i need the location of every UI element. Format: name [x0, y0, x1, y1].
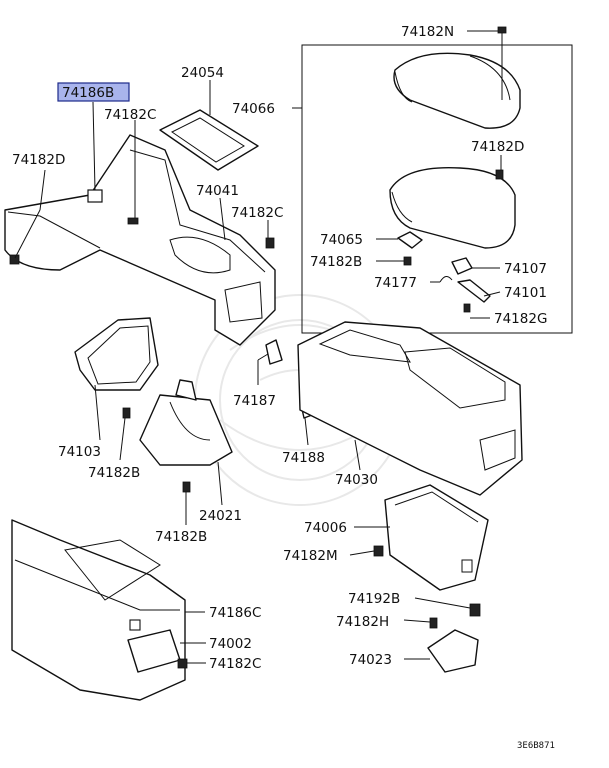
screw-74182C-a	[127, 217, 139, 225]
label-74186C[interactable]: 74186C	[209, 605, 261, 621]
screw-74182H	[429, 617, 438, 629]
diagram-code: 3E6B871	[517, 741, 555, 751]
screw-74192B	[469, 603, 481, 617]
screw-74182G	[463, 303, 471, 313]
label-74188[interactable]: 74188	[282, 450, 325, 466]
label-74066[interactable]: 74066	[232, 101, 275, 117]
screw-74182D-b	[495, 169, 504, 180]
shift-boot-24021	[139, 379, 233, 466]
screw-74182C-b	[265, 237, 275, 249]
hinge-74101	[457, 279, 491, 303]
label-74023[interactable]: 74023	[349, 652, 392, 668]
label-74182C-a[interactable]: 74182C	[104, 107, 156, 123]
label-74182D-b[interactable]: 74182D	[471, 139, 524, 155]
label-74192B[interactable]: 74192B	[348, 591, 400, 607]
label-74177[interactable]: 74177	[374, 275, 417, 291]
console-lower-left	[11, 519, 186, 701]
label-74107[interactable]: 74107	[504, 261, 547, 277]
label-74103[interactable]: 74103	[58, 444, 101, 460]
label-74182C-b[interactable]: 74182C	[231, 205, 283, 221]
armrest-lid-base	[389, 166, 516, 249]
clip-74186C	[129, 619, 141, 631]
latch-74065	[397, 231, 423, 249]
shift-bezel-24054	[159, 109, 259, 171]
label-74065[interactable]: 74065	[320, 232, 363, 248]
screw-74182B-c	[182, 481, 191, 493]
screw-74182N	[497, 26, 507, 42]
screw-74182B-b	[122, 407, 131, 419]
tray-74103	[74, 317, 159, 391]
label-74182D-a[interactable]: 74182D	[12, 152, 65, 168]
label-74187[interactable]: 74187	[233, 393, 276, 409]
latch-74107	[451, 257, 473, 275]
label-74101[interactable]: 74101	[504, 285, 547, 301]
label-74030[interactable]: 74030	[335, 472, 378, 488]
label-24054[interactable]: 24054	[181, 65, 224, 81]
label-74182G[interactable]: 74182G	[494, 311, 547, 327]
screw-74182B-a	[403, 256, 412, 266]
label-74186B[interactable]: 74186B	[62, 85, 114, 101]
armrest-group-box	[301, 44, 573, 334]
label-74182B-c[interactable]: 74182B	[155, 529, 207, 545]
clip-74186B	[87, 189, 103, 203]
screw-74182M	[373, 545, 384, 557]
screw-74182C-c	[177, 658, 188, 669]
highlight-74186B	[57, 82, 130, 102]
label-74182B-b[interactable]: 74182B	[88, 465, 140, 481]
armrest-lid-cover	[393, 52, 521, 129]
spring-74177	[439, 276, 453, 283]
leader-lines	[14, 30, 503, 664]
label-74006[interactable]: 74006	[304, 520, 347, 536]
label-74182N[interactable]: 74182N	[401, 24, 454, 40]
label-74002[interactable]: 74002	[209, 636, 252, 652]
label-74041[interactable]: 74041	[196, 183, 239, 199]
clip-74187	[265, 339, 283, 365]
bracket-74023	[427, 629, 479, 673]
label-74182C-c[interactable]: 74182C	[209, 656, 261, 672]
label-74182H[interactable]: 74182H	[336, 614, 389, 630]
storage-box-74006	[384, 484, 489, 591]
rear-console-74030	[297, 321, 523, 496]
label-24021[interactable]: 24021	[199, 508, 242, 524]
label-74182B-a[interactable]: 74182B	[310, 254, 362, 270]
screw-74182D-a	[9, 254, 20, 265]
label-74182M[interactable]: 74182M	[283, 548, 338, 564]
